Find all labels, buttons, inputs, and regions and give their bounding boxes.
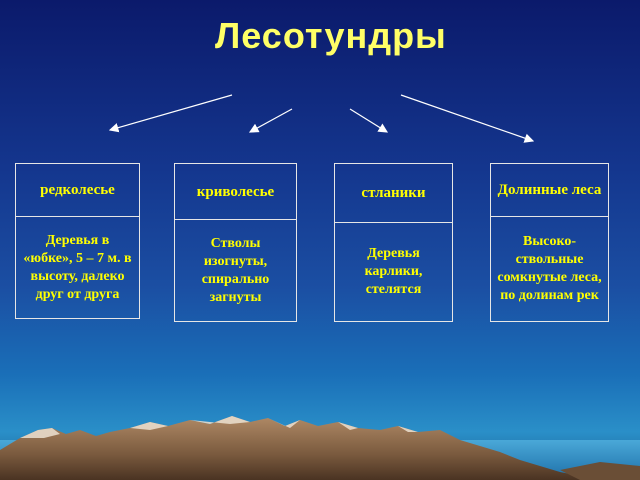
category-heading: Долинные леса <box>491 164 608 217</box>
category-box-krivolesie: криволесье Стволы изогнуты, спирально за… <box>174 163 297 322</box>
arrow-to-krivolesie <box>248 108 293 133</box>
mountains-illustration <box>0 416 640 480</box>
category-box-stlaniki: стланики Деревья карлики, стелятся <box>334 163 453 322</box>
category-description: Высоко-ствольные сомкнутые леса, по доли… <box>497 234 602 303</box>
category-description: Стволы изогнуты, спирально загнуты <box>201 235 270 305</box>
category-heading: редколесье <box>16 164 139 217</box>
category-description: Деревья карлики, стелятся <box>364 246 423 297</box>
category-heading: стланики <box>335 164 452 223</box>
arrow-to-redkolesie <box>108 94 233 133</box>
category-box-dolinnye: Долинные леса Высоко-ствольные сомкнутые… <box>490 163 609 322</box>
arrow-to-dolinnye <box>400 94 535 143</box>
category-box-redkolesie: редколесье Деревья в «юбке», 5 – 7 м. в … <box>15 163 140 319</box>
slide-title: Лесотундры <box>215 15 447 56</box>
category-heading: криволесье <box>175 164 296 220</box>
category-description: Деревья в «юбке», 5 – 7 м. в высоту, дал… <box>23 232 132 302</box>
arrow-to-stlaniki <box>349 108 389 133</box>
